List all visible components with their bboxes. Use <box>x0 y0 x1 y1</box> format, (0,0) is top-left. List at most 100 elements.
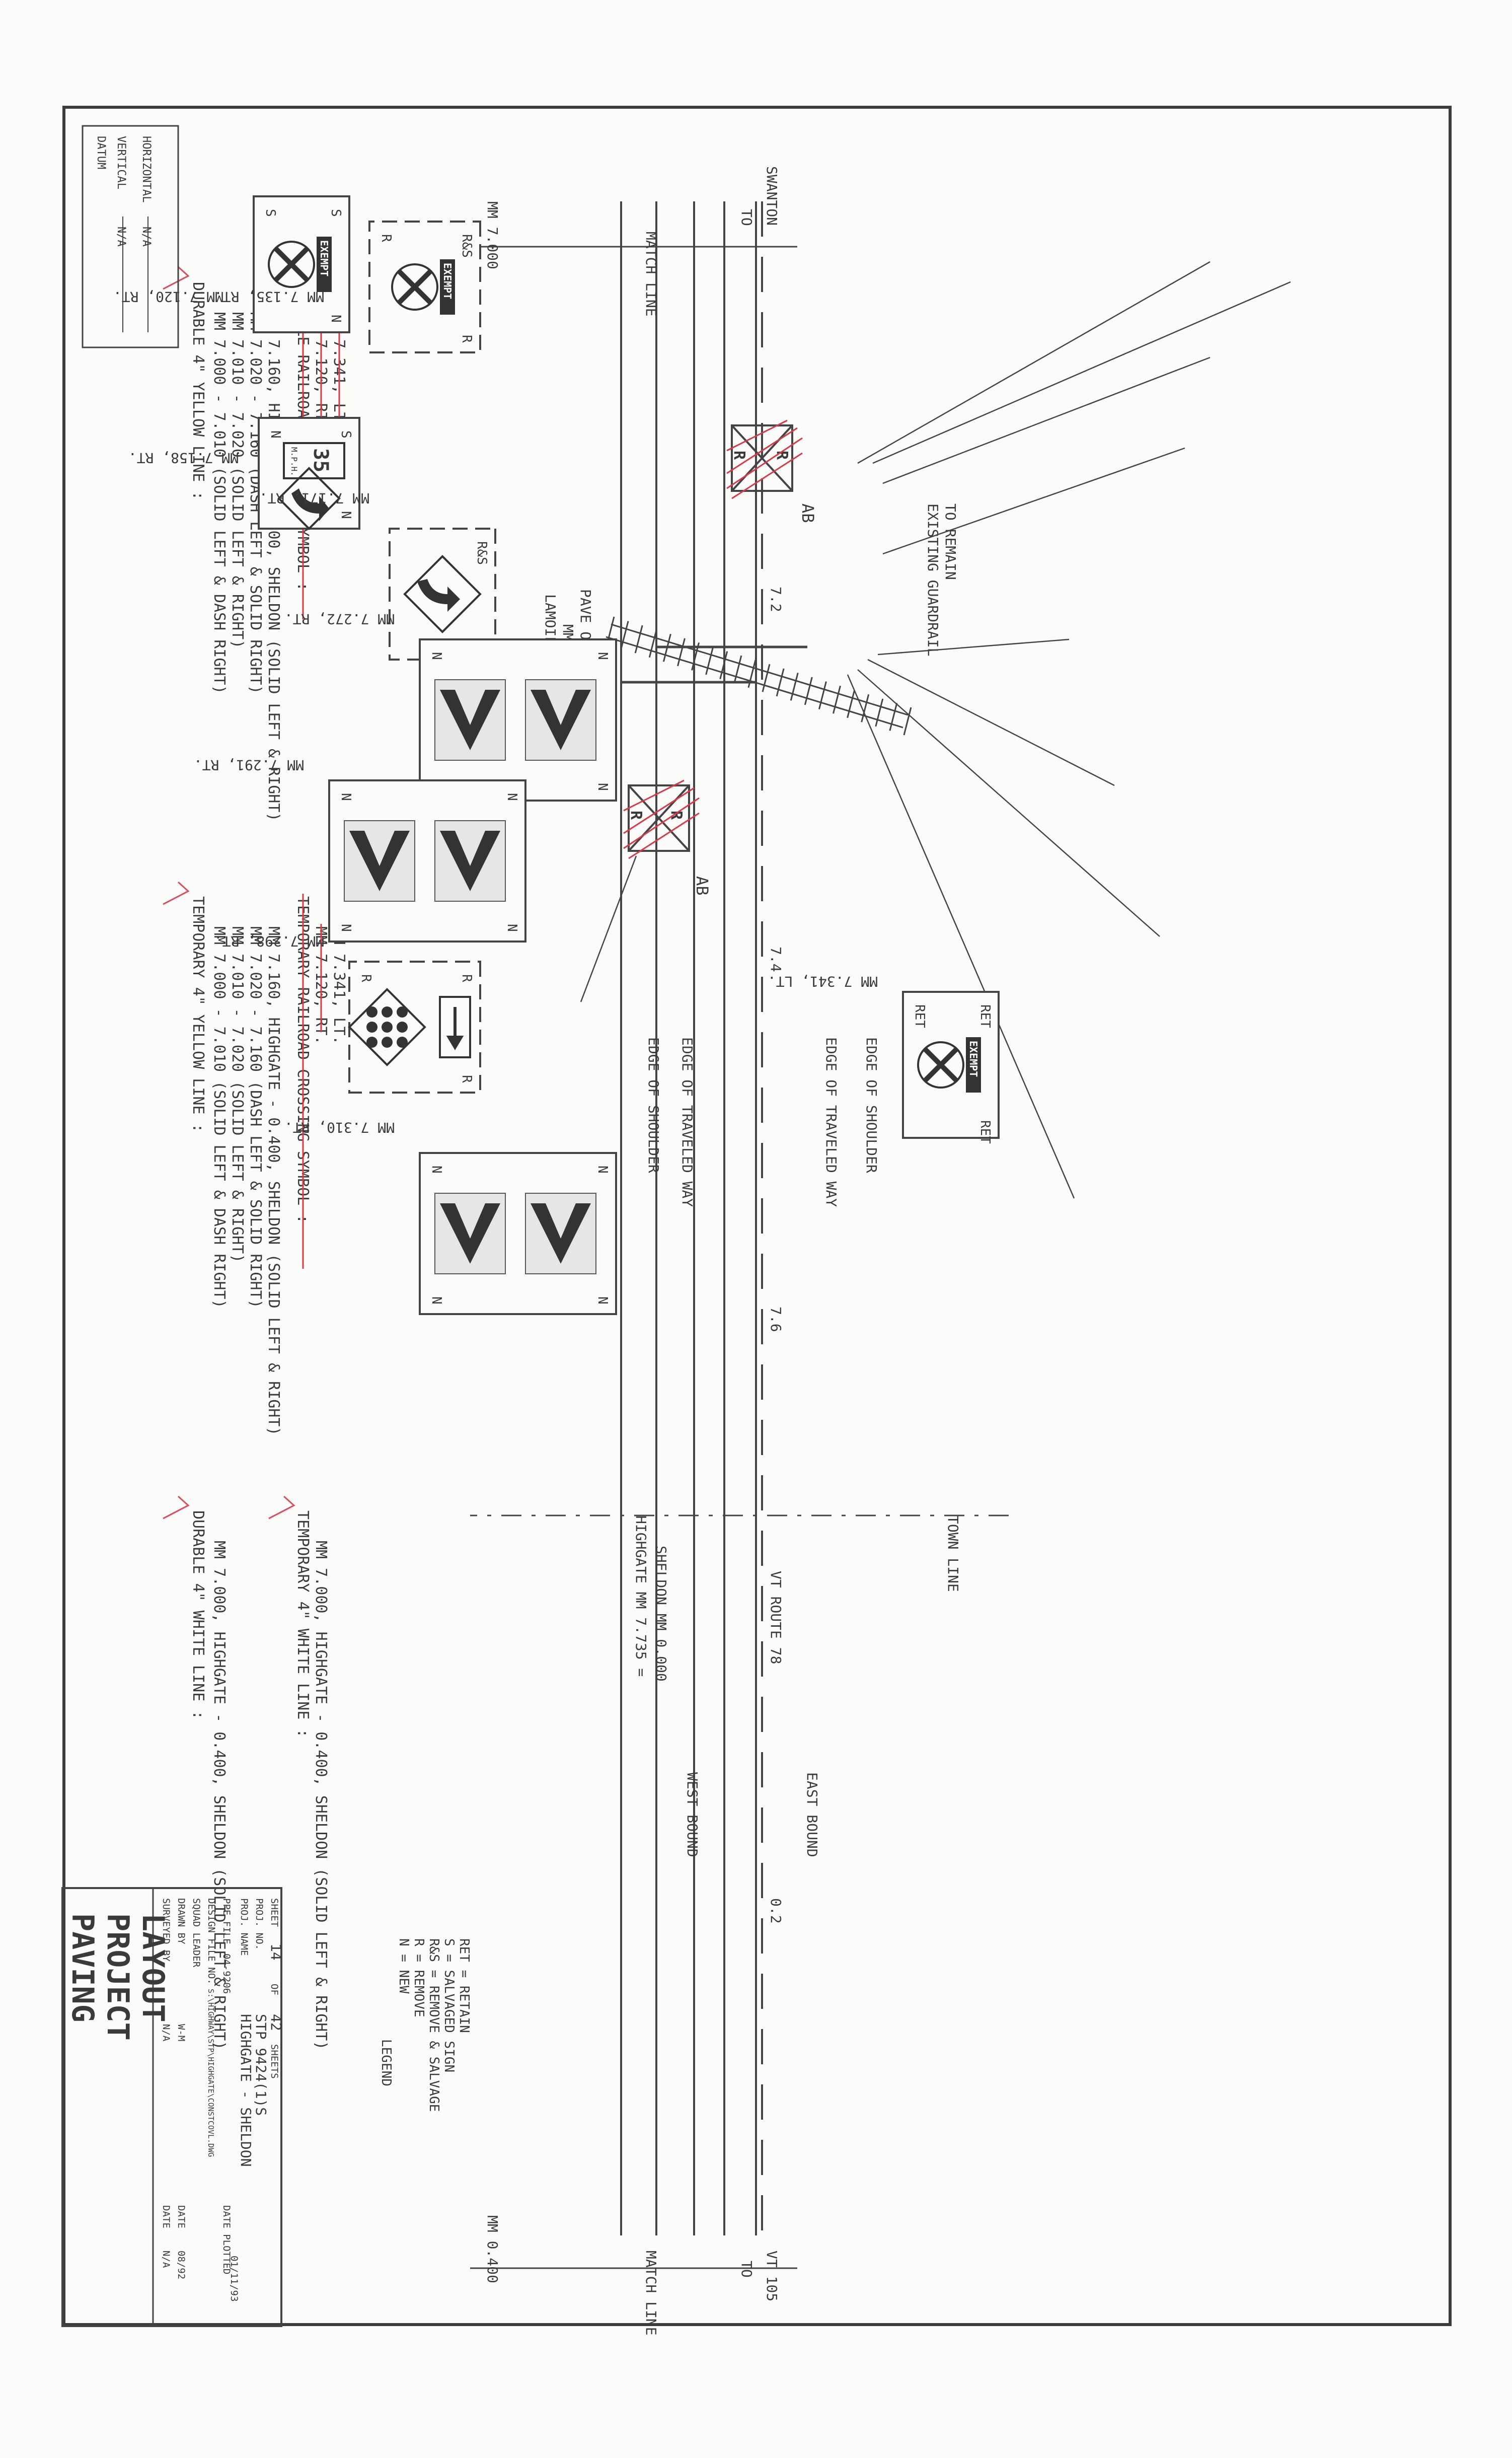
sheldon-mm: SHELDON MM 0.000 <box>653 1546 669 1682</box>
svg-text:SHEETS: SHEETS <box>269 2044 280 2079</box>
title-block: PAVING PROJECT LAYOUT SURVEYED BY N/A DA… <box>61 1887 284 2327</box>
sign-code: N <box>595 783 610 791</box>
station: 7.6 <box>768 1307 784 1332</box>
note-temp-yellow: TEMPORARY 4" YELLOW LINE : MM 7.000 - 7.… <box>189 896 282 1435</box>
note-line: MM 7.160, HIGHGATE - 0.400, SHELDON (SOL… <box>265 312 282 821</box>
title-line: PROJECT <box>100 1913 135 2041</box>
note-temp-white-title: TEMPORARY 4" WHITE LINE : <box>294 1510 312 1738</box>
note-durable-yellow-title: DURABLE 4" YELLOW LINE : <box>189 282 207 500</box>
legend-item: S = SALVAGED SIGN <box>441 1938 457 2072</box>
edge-of-traveled-way-label: EDGE OF TRAVELED WAY <box>823 1037 840 1207</box>
east-bound-label: EAST BOUND <box>804 1772 820 1857</box>
station: 7.2 <box>768 587 784 612</box>
exempt-plate: EXEMPT <box>318 240 330 276</box>
sign-code: R <box>379 234 394 242</box>
svg-text:04-9206: 04-9206 <box>221 1954 232 1994</box>
sign-code: S <box>338 430 353 439</box>
note-line: MM 7.000, HIGHGATE - 0.400, SHELDON (SOL… <box>312 1541 330 2050</box>
datum-vertical-value: N/A <box>115 227 127 247</box>
sign-code: S <box>263 209 278 217</box>
swanton-label: SWANTON <box>764 166 780 226</box>
sign-code: R <box>459 974 474 982</box>
note-line: MM 7.010 - 7.020 (SOLID LEFT & RIGHT) <box>229 312 246 648</box>
legend-item: R&S = REMOVE & SALVAGE <box>426 1938 441 2112</box>
rr-marking-2: R R AB <box>623 779 712 896</box>
vt105-label: VT 105 <box>764 2251 780 2301</box>
railroad-track <box>606 616 912 736</box>
sign-code: R&S <box>474 541 489 565</box>
route-label: VT ROUTE 78 <box>768 1571 784 1664</box>
sign-s4: MM 7.171, RT.R&SR <box>259 490 496 661</box>
sign-code: N <box>429 652 444 660</box>
sign-label: MM 7.341, LT. <box>768 973 878 990</box>
mm-end: MM 0.400 <box>484 2215 501 2283</box>
svg-text:W-M: W-M <box>176 2024 187 2041</box>
west-bound-label: WEST BOUND <box>684 1772 701 1857</box>
sign-code: N <box>328 315 343 323</box>
sign-s3: MM 7.158, RT.35M.P.H.SNN <box>128 417 360 530</box>
note-durable-white-title: DURABLE 4" WHITE LINE : <box>189 1510 207 1719</box>
sign-code: R <box>358 974 373 982</box>
sign-code: N <box>429 1296 444 1305</box>
sign-code: N <box>595 1296 610 1305</box>
to-label: TO <box>738 209 755 226</box>
speed-unit: M.P.H. <box>289 447 299 476</box>
station: 0.2 <box>768 1898 784 1924</box>
sign-code: RET <box>912 1004 927 1028</box>
datum-block: DATUM VERTICAL N/A HORIZONTAL N/A <box>82 125 179 348</box>
sign-label: MM 7.120, RT. <box>113 288 223 305</box>
sign-s7: MM 7.298, RT.RRR <box>214 933 481 1094</box>
legend-item: R = REMOVE <box>411 1938 426 2017</box>
exempt-plate: EXEMPT <box>967 1041 979 1077</box>
svg-text:N/A: N/A <box>161 2251 172 2268</box>
edge-of-shoulder-label: EDGE OF SHOULDER <box>863 1037 880 1173</box>
to-label: TO <box>738 2261 755 2278</box>
note-line: MM 7.010 - 7.020 (SOLID LEFT & RIGHT) <box>229 926 246 1263</box>
svg-text:08/92: 08/92 <box>176 2251 187 2279</box>
sign-code: RET <box>977 1004 993 1028</box>
svg-text:R: R <box>773 451 791 460</box>
note-durable-yellow: DURABLE 4" YELLOW LINE : MM 7.000 - 7.01… <box>189 282 282 821</box>
title-line: LAYOUT <box>135 1913 171 2022</box>
match-line-label: MATCH LINE <box>643 232 659 317</box>
sign-label: MM 7.272, RT. <box>284 611 395 627</box>
guardrail-label: TO REMAIN <box>942 503 959 580</box>
sign-leaders <box>580 261 1291 1199</box>
svg-text:DATE: DATE <box>161 2205 172 2228</box>
edge-of-traveled-way-label: EDGE OF TRAVELED WAY <box>679 1037 696 1207</box>
note-line: MM 7.160, HIGHGATE - 0.400, SHELDON (SOL… <box>265 926 282 1435</box>
svg-text:R: R <box>667 811 685 820</box>
rr-marking-1: R R AB <box>726 419 817 523</box>
legend-item: RET = RETAIN <box>457 1938 472 2033</box>
sign-code: N <box>504 793 519 801</box>
svg-text:42: 42 <box>268 2014 284 2031</box>
note-line: MM 7.000, HIGHGATE - 0.400, SHELDON (SOL… <box>210 1541 228 2050</box>
svg-text:STP 9424(1)S: STP 9424(1)S <box>253 2014 269 2116</box>
note-line: MM 7.000 - 7.010 (SOLID LEFT & DASH RIGH… <box>210 926 228 1309</box>
note-durable-white: DURABLE 4" WHITE LINE : MM 7.000, HIGHGA… <box>189 1510 228 2050</box>
svg-text:R: R <box>730 451 748 460</box>
svg-text:PPE FILE: PPE FILE <box>221 1898 232 1944</box>
match-line-label: MATCH LINE <box>643 2251 659 2336</box>
svg-text:DATE PLOTTED: DATE PLOTTED <box>221 2205 232 2274</box>
sign-label: MM 7.291, RT. <box>194 757 304 773</box>
guardrail-label: EXISTING GUARDRAIL <box>925 503 941 656</box>
sign-label: MM 7.298, RT. <box>214 933 324 950</box>
mm-start: MM 7.000 <box>484 201 501 269</box>
sign-label: MM 7.171, RT. <box>259 490 369 507</box>
sign-code: N <box>268 430 283 439</box>
datum-horizontal-value: N/A <box>140 227 153 247</box>
sign-code: N <box>504 924 519 932</box>
svg-text:SQUAD LEADER: SQUAD LEADER <box>191 1898 202 1968</box>
svg-text:01/11/93: 01/11/93 <box>229 2256 240 2302</box>
datum-label: DATUM <box>95 136 107 169</box>
svg-text:DATE: DATE <box>176 2205 187 2228</box>
svg-text:HIGHGATE - SHELDON: HIGHGATE - SHELDON <box>238 2014 254 2166</box>
sign-label: MM 7.135, RT. <box>214 288 324 305</box>
